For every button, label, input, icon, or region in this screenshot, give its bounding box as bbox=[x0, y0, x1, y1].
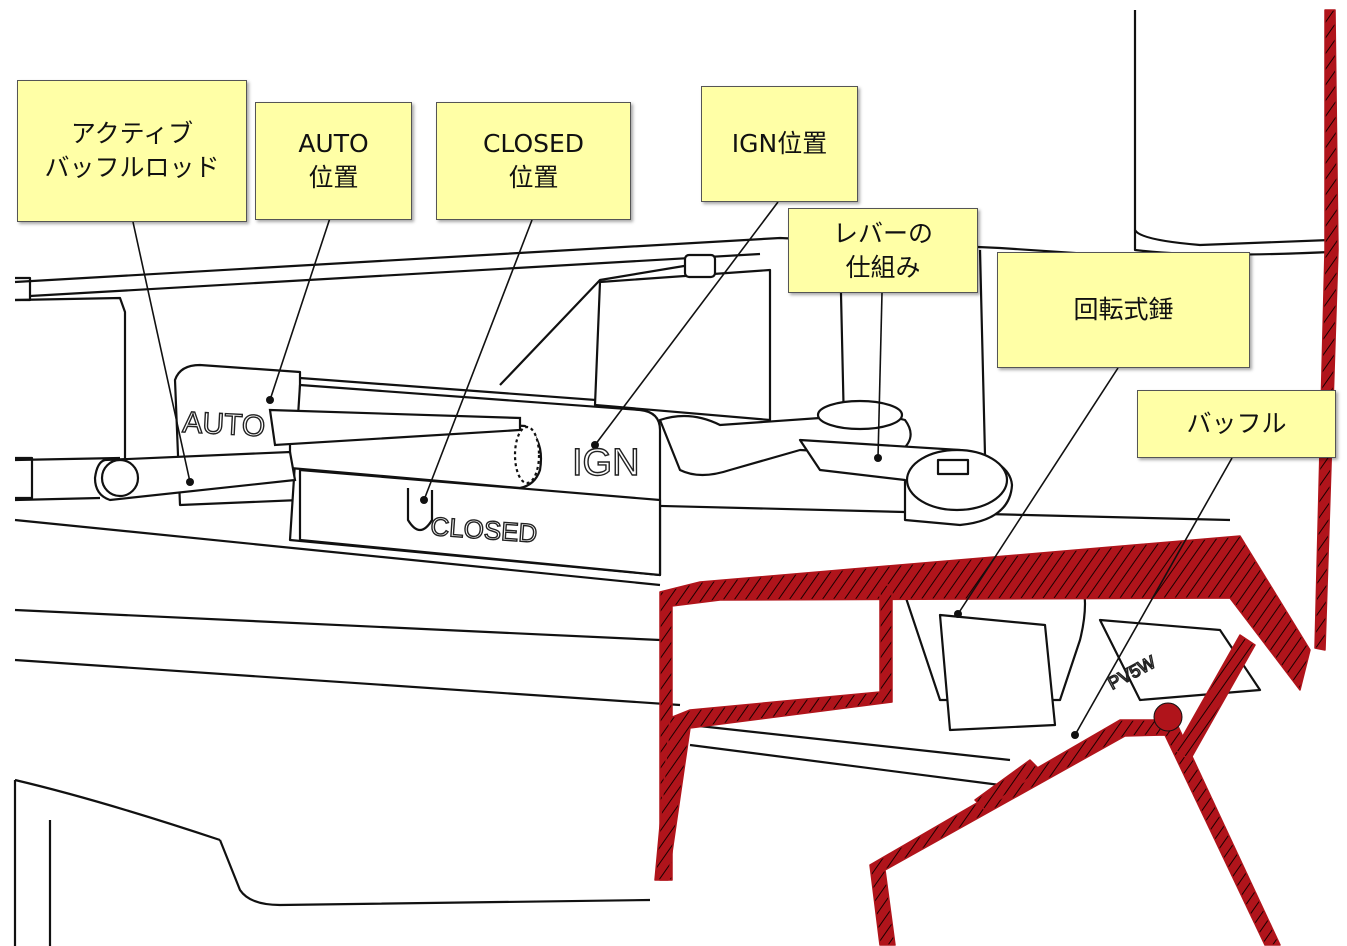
closed-notch bbox=[406, 488, 434, 532]
leader-lines bbox=[132, 201, 1233, 736]
right-column-band bbox=[1133, 230, 1331, 256]
lever-arm bbox=[658, 399, 1262, 732]
lower-curve bbox=[14, 778, 221, 842]
engraving-auto: AUTO bbox=[182, 406, 266, 443]
label-lever-mechanism-line1: レバーの bbox=[832, 218, 933, 248]
flue-diag bbox=[1174, 634, 1256, 761]
flue-short bbox=[974, 759, 1041, 811]
upper-rail-lower-edge bbox=[29, 252, 761, 298]
leader-active-baffle-rod bbox=[132, 221, 191, 483]
leader-closed bbox=[423, 219, 533, 501]
slot-track bbox=[299, 376, 651, 406]
label-active-baffle-rod-line2: バッフルロッド bbox=[44, 153, 220, 182]
label-closed-position-line2: 位置 bbox=[508, 163, 559, 192]
label-active-baffle-rod-line1: アクティブ bbox=[70, 119, 194, 148]
flue-upper bbox=[659, 535, 1311, 881]
slot-end bbox=[513, 425, 541, 485]
label-auto-position-line2: 位置 bbox=[308, 163, 359, 192]
label-ign-position: IGN位置 bbox=[701, 86, 858, 202]
label-auto-position-line1: AUTO bbox=[298, 129, 369, 158]
lower-body-ledge bbox=[689, 723, 1011, 762]
slope-left bbox=[499, 263, 691, 386]
label-rotary-weight: 回転式錘 bbox=[997, 252, 1250, 368]
label-auto-position: AUTO 位置 bbox=[255, 102, 412, 220]
leader-ign bbox=[594, 201, 779, 446]
rivet bbox=[1153, 702, 1183, 732]
lower-body-ledge2 bbox=[689, 743, 1001, 787]
leader-auto bbox=[269, 217, 331, 401]
label-lever-mechanism: レバーの 仕組み bbox=[788, 208, 978, 293]
tray-front-top bbox=[14, 608, 661, 642]
label-rotary-weight-text: 回転式錘 bbox=[1073, 295, 1174, 324]
label-baffle: バッフル bbox=[1137, 390, 1336, 458]
tray-front-bottom bbox=[14, 658, 681, 707]
bolt-head bbox=[683, 253, 717, 279]
left-frame bbox=[14, 296, 127, 470]
label-baffle-text: バッフル bbox=[1186, 409, 1287, 438]
label-active-baffle-rod: アクティブ バッフルロッド bbox=[17, 80, 247, 222]
flue-walls bbox=[654, 9, 1339, 946]
label-closed-position-line1: CLOSED bbox=[482, 129, 585, 158]
flue-lower bbox=[869, 719, 1281, 946]
weight-block bbox=[938, 613, 1057, 732]
tray-top bbox=[14, 518, 661, 587]
top-block bbox=[593, 268, 772, 422]
leader-lever bbox=[877, 292, 883, 459]
label-lever-mechanism-line2: 仕組み bbox=[845, 252, 921, 282]
flue-right bbox=[1314, 9, 1339, 651]
active-baffle-rod bbox=[93, 408, 522, 502]
leader-dots bbox=[186, 396, 1079, 739]
label-closed-position: CLOSED 位置 bbox=[436, 102, 631, 220]
lower-rail-block bbox=[15, 456, 34, 500]
stove-body bbox=[13, 10, 1331, 946]
flue-middle bbox=[654, 584, 893, 881]
leader-rotary-weight bbox=[957, 367, 1119, 615]
lower-skirt bbox=[218, 839, 651, 907]
label-ign-position-text: IGN位置 bbox=[731, 129, 828, 158]
leader-baffle bbox=[1074, 457, 1233, 736]
closed-plate bbox=[298, 468, 662, 577]
lower-panel bbox=[13, 780, 52, 946]
right-column bbox=[1133, 10, 1331, 247]
engraving-ign: IGN bbox=[572, 442, 640, 484]
